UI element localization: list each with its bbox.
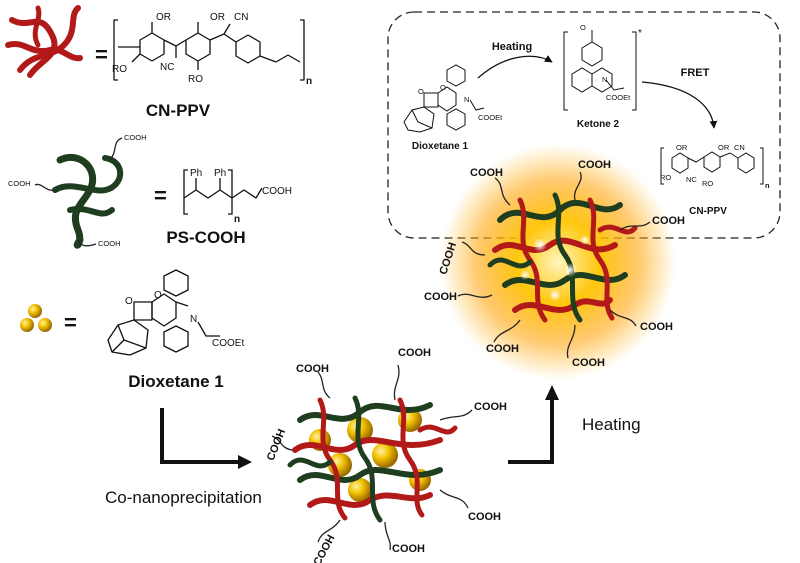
pscooh-chain-cooh-left: COOH <box>8 179 31 188</box>
pscooh-structure: Ph Ph COOH n <box>183 168 292 225</box>
inset-ester-2: COOEt <box>606 93 631 102</box>
heating-label: Heating <box>582 415 641 434</box>
dioxetane-o1: O <box>125 296 133 307</box>
bottom-cooh: COOH <box>296 363 329 375</box>
inset-o1: O <box>418 87 424 96</box>
inset-repeat: n <box>765 181 770 190</box>
inset-dioxetane-structure: O O N COOEt <box>403 64 503 133</box>
inset-cnppv-structure: OR OR RO RO NC CN n <box>660 143 770 190</box>
top-cooh: COOH <box>470 167 503 179</box>
cnppv-equals: = <box>95 42 108 67</box>
inset-o2: O <box>440 83 446 92</box>
inset-cnppv-label: CN-PPV <box>689 206 727 217</box>
bottom-cooh: COOH <box>265 427 289 462</box>
coprecipitation-label: Co-nanoprecipitation <box>105 488 262 507</box>
cnppv-or-top-2: OR <box>210 12 225 23</box>
top-cooh: COOH <box>424 291 457 303</box>
bottom-cooh: COOH <box>468 511 501 523</box>
dioxetane-o2: O <box>154 290 162 301</box>
inset-star: * <box>638 28 642 39</box>
inset-cn: CN <box>734 143 745 152</box>
nanoparticle-tails <box>271 364 473 551</box>
cnppv-ro-bottom: RO <box>188 74 203 85</box>
pscooh-ph-1: Ph <box>190 168 202 179</box>
cnppv-structure: OR OR RO RO NC CN n <box>112 12 312 87</box>
inset-n1: N <box>464 95 469 104</box>
pscooh-chain-icon: COOH COOH COOH <box>8 133 147 249</box>
pscooh-chain-cooh-top: COOH <box>124 133 147 142</box>
bottom-cooh: COOH <box>392 543 425 555</box>
nanoparticle: COOH COOH COOH COOH COOH COOH COOH <box>265 347 507 563</box>
pscooh-name: PS-COOH <box>166 228 245 247</box>
inset-ketone-label: Ketone 2 <box>577 119 620 130</box>
top-cooh: COOH <box>572 357 605 369</box>
inset-ro-2: RO <box>702 179 713 188</box>
glowing-particle-sparkles <box>520 235 590 301</box>
top-cooh: COOH <box>652 215 685 227</box>
glowing-particle-chains <box>487 192 638 323</box>
top-cooh: COOH <box>486 343 519 355</box>
top-cooh: COOH <box>578 159 611 171</box>
cnppv-nc: NC <box>160 62 174 73</box>
cnppv-chain-icon <box>5 5 83 78</box>
inset-fret: FRET <box>681 67 710 79</box>
dioxetane-bead-icon <box>20 304 52 332</box>
inset-nc: NC <box>686 175 697 184</box>
bottom-cooh: COOH <box>398 347 431 359</box>
inset-n2: N <box>602 75 607 84</box>
top-cooh: COOH <box>640 321 673 333</box>
dioxetane-n: N <box>190 314 197 325</box>
dioxetane-ester: COOEt <box>212 338 244 349</box>
cnppv-cn: CN <box>234 12 248 23</box>
pscooh-repeat: n <box>234 214 240 225</box>
inset-ro-1: RO <box>660 173 671 182</box>
dioxetane-structure: O O N COOEt <box>107 269 244 356</box>
pscooh-chain-cooh-bottom: COOH <box>98 239 121 248</box>
inset-ketone-o: O <box>580 23 586 32</box>
cnppv-or-top: OR <box>156 12 171 23</box>
nanoparticle-chains <box>287 395 458 523</box>
dioxetane-equals: = <box>64 310 77 335</box>
inset-or-1: OR <box>676 143 688 152</box>
inset-or-2: OR <box>718 143 730 152</box>
cnppv-legend: = OR OR RO <box>5 5 312 120</box>
pscooh-equals: = <box>154 183 167 208</box>
bottom-cooh: COOH <box>474 401 507 413</box>
cnppv-ro-left: RO <box>112 64 127 75</box>
dioxetane-name: Dioxetane 1 <box>128 372 223 391</box>
inset-heating: Heating <box>492 41 532 53</box>
glowing-particle-tails <box>457 171 651 359</box>
mechanism-inset: O O N COOEt Dioxetane 1 Heating O N COOE… <box>387 11 781 239</box>
pscooh-legend: COOH COOH COOH = Ph Ph COOH n PS-COOH <box>8 133 292 249</box>
glowing-nanoparticle: COOH COOH COOH COOH COOH COOH COOH COOH <box>424 144 685 380</box>
bottom-cooh: COOH <box>311 533 337 563</box>
pscooh-acid: COOH <box>262 186 292 197</box>
pscooh-ph-2: Ph <box>214 168 226 179</box>
cnppv-name: CN-PPV <box>146 101 211 120</box>
coprecipitation-arrow <box>160 408 252 469</box>
heating-arrow <box>508 385 559 464</box>
inset-ketone-structure: O N COOEt * <box>563 23 642 111</box>
glow-halo <box>440 144 676 380</box>
dioxetane-legend: = O O N COOEt Dioxetane 1 <box>20 269 244 391</box>
cnppv-repeat: n <box>306 76 312 87</box>
inset-dioxetane-label: Dioxetane 1 <box>412 141 469 152</box>
inset-ester-1: COOEt <box>478 113 503 122</box>
